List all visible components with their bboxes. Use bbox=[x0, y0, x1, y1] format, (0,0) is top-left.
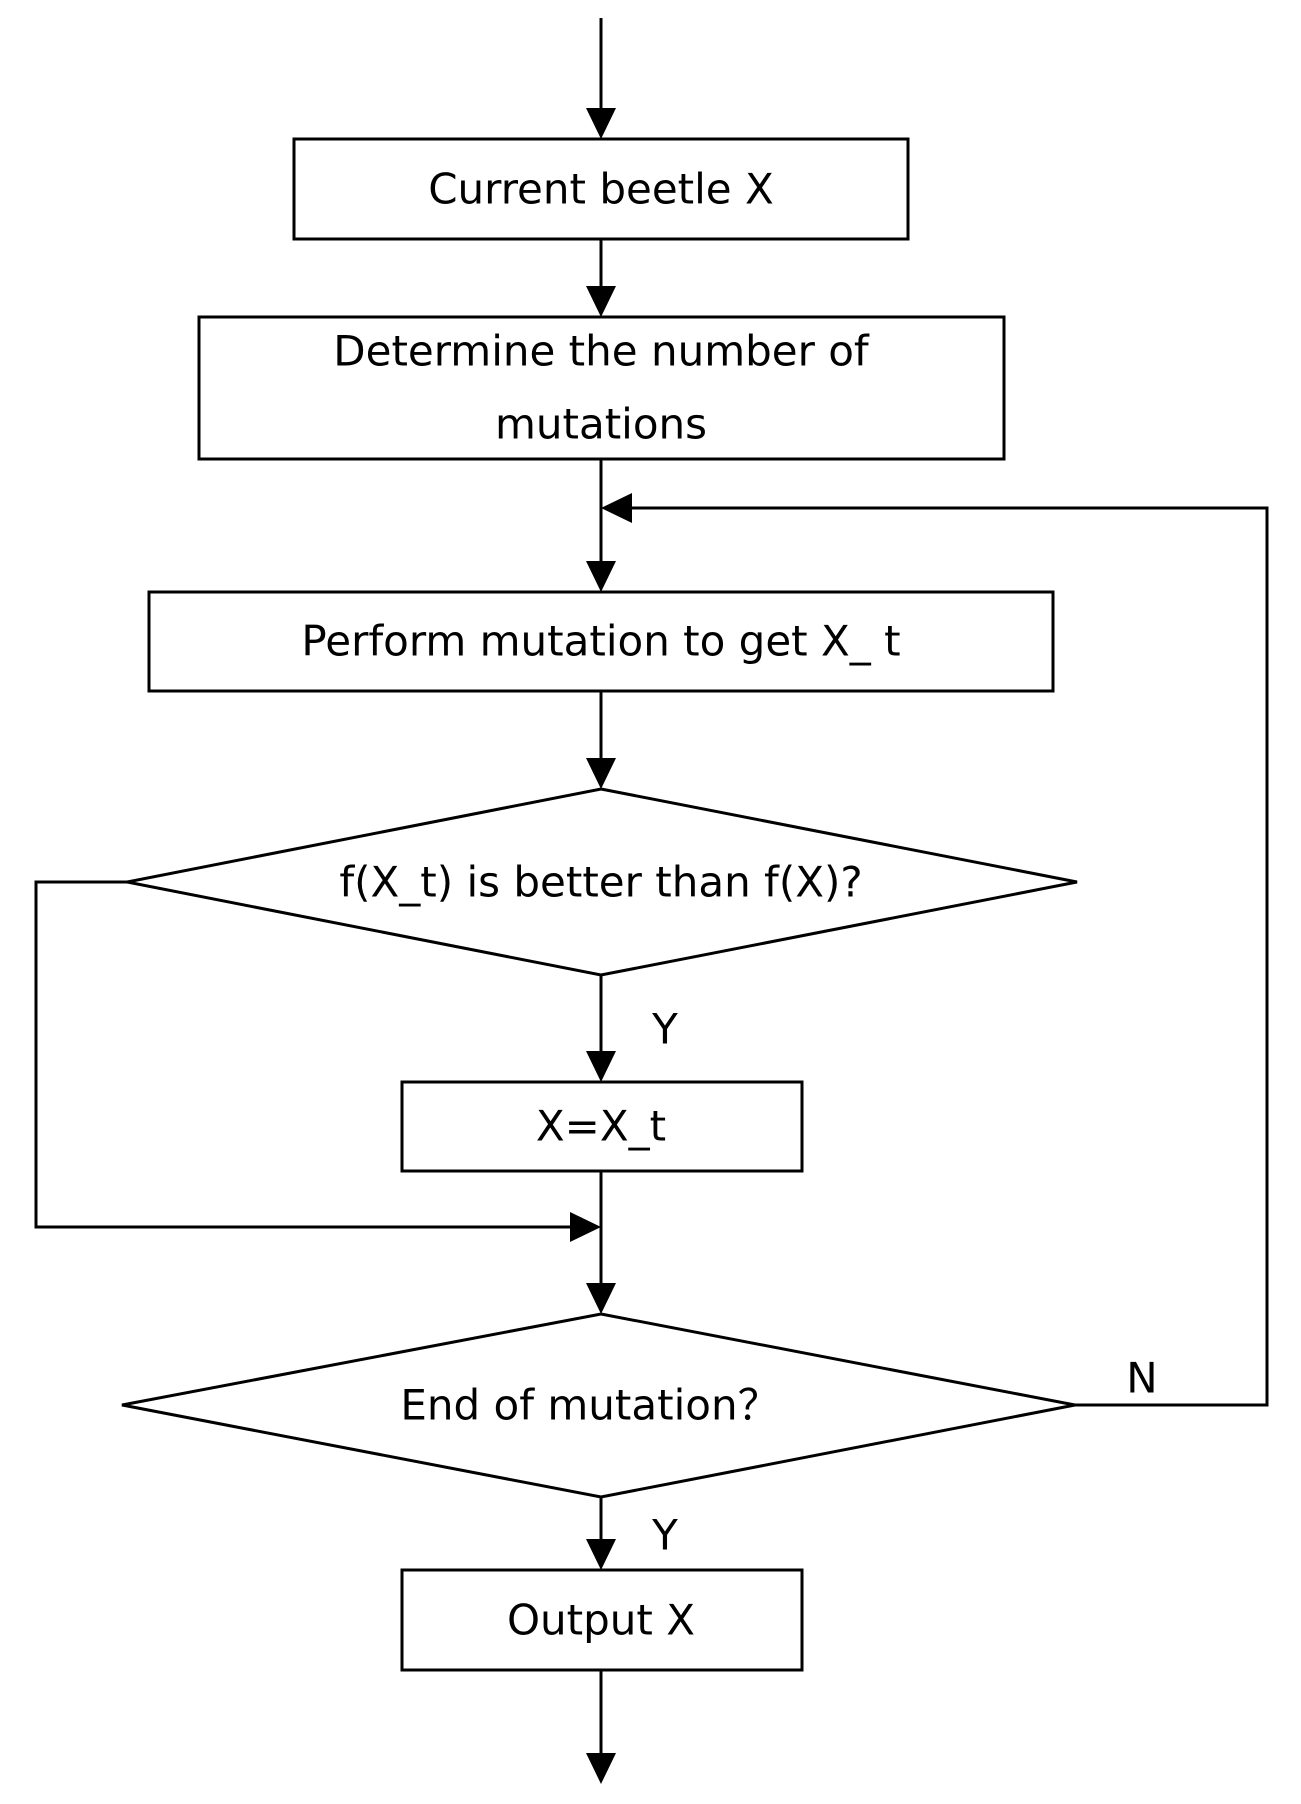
better-decision-label: f(X_t) is better than f(X)? bbox=[339, 858, 862, 907]
arrowhead-output bbox=[586, 1539, 616, 1570]
arrowhead-determine bbox=[586, 286, 616, 317]
better-yes-label: Y bbox=[651, 1005, 678, 1054]
assign-x-label: X=X_t bbox=[536, 1102, 666, 1151]
determine-mutations-label-line2: mutations bbox=[495, 400, 707, 449]
arrowhead-end-decision bbox=[586, 1283, 616, 1314]
current-beetle-label: Current beetle X bbox=[428, 165, 774, 214]
arrowhead-perform bbox=[586, 561, 616, 592]
determine-mutations-label-line1: Determine the number of bbox=[333, 327, 870, 376]
connector-better-no-bypass bbox=[34, 880, 574, 1229]
perform-mutation-box bbox=[147, 590, 1055, 693]
loop-back-connector bbox=[628, 506, 1269, 1407]
output-label: Output X bbox=[507, 1596, 695, 1645]
perform-mutation-label: Perform mutation to get X_ t bbox=[301, 617, 900, 666]
determine-mutations-box bbox=[197, 315, 1006, 461]
end-no-label: N bbox=[1126, 1354, 1157, 1403]
end-decision-label: End of mutation？ bbox=[400, 1381, 779, 1430]
output-box bbox=[400, 1568, 804, 1672]
exit-arrowhead bbox=[586, 1753, 616, 1784]
end-yes-label: Y bbox=[651, 1511, 678, 1560]
entry-arrowhead bbox=[586, 108, 616, 139]
bypass-arrowhead bbox=[570, 1212, 601, 1242]
loop-back-arrowhead bbox=[601, 493, 632, 523]
arrowhead-assign bbox=[586, 1051, 616, 1082]
arrowhead-decision-better bbox=[586, 758, 616, 789]
